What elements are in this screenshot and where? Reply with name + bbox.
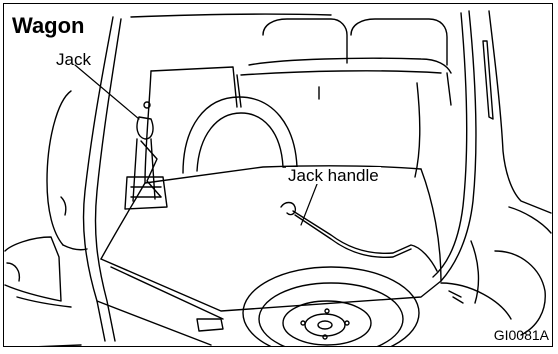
jack-handle-label: Jack handle (286, 167, 381, 184)
figure-frame: Wagon Jack Jack handle GI0081A (3, 3, 553, 347)
figure-title: Wagon (12, 15, 85, 37)
jack (75, 65, 167, 209)
spare-tire (197, 267, 419, 347)
jack-label: Jack (56, 51, 91, 68)
figure-code: GI0081A (494, 328, 549, 342)
left-body-side (5, 91, 87, 307)
rear-seatback (237, 19, 451, 177)
wheel-housing (183, 97, 297, 173)
jack-handle (281, 179, 437, 271)
tailgate-opening (84, 11, 476, 341)
rear-bumper (31, 345, 471, 347)
cargo-floor (97, 67, 441, 345)
right-body-side (441, 11, 551, 335)
